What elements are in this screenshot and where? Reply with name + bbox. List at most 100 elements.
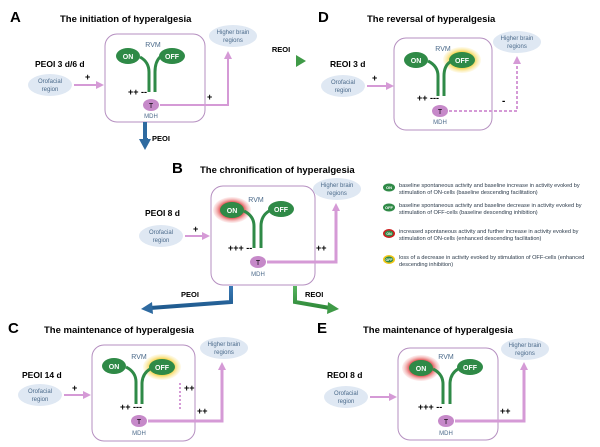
transition-arrow-b-c <box>149 286 233 310</box>
on-cell-label: ON <box>227 208 238 215</box>
off-cell-icon: OFF <box>383 203 395 212</box>
panel-letter: D <box>318 9 329 26</box>
transition-arrow-a-b <box>143 122 148 142</box>
orofacial-ellipse <box>321 75 365 97</box>
on-cell <box>102 358 126 374</box>
output-sign: + <box>207 92 212 102</box>
on-cell-label: ON <box>109 364 120 371</box>
higher-brain-label: regions <box>223 38 243 44</box>
input-sign: + <box>72 383 77 393</box>
rvm-label: RVM <box>438 354 454 361</box>
descending-sign: ++ <box>184 383 195 393</box>
ascending-arrow <box>455 362 528 423</box>
off-cell <box>457 359 483 375</box>
higher-brain-label: Higher brain <box>321 183 354 189</box>
panel-box <box>397 347 499 441</box>
timepoint-label: PEOI 14 d <box>22 370 62 380</box>
higher-brain-label: Higher brain <box>217 30 250 36</box>
off-cell <box>159 48 185 64</box>
off-cell-label: OFF <box>155 365 170 372</box>
timepoint-label: PEOI 3 d/6 d <box>35 59 85 69</box>
panel-letter: E <box>317 320 327 337</box>
panel-b: B The chronification of hyperalgesia PEO… <box>139 160 361 314</box>
on-axon <box>432 367 445 404</box>
higher-brain-ellipse <box>501 338 549 360</box>
legend-text: baseline spontaneous activity and baseli… <box>399 203 582 216</box>
mdh-label: MDH <box>439 431 453 437</box>
on-cell-label: ON <box>416 366 427 373</box>
t-cell <box>143 99 159 111</box>
panel-a: A The initiation of hyperalgesia PEOI 3 … <box>10 9 306 150</box>
svg-text:ON: ON <box>386 185 392 190</box>
mdh-label: MDH <box>132 431 146 437</box>
panel-letter: A <box>10 9 21 26</box>
higher-brain-label: Higher brain <box>501 36 534 42</box>
higher-brain-label: regions <box>327 191 347 197</box>
orofacial-label: region <box>32 397 49 403</box>
output-sign: ++ <box>316 243 327 253</box>
higher-brain-label: Higher brain <box>208 342 241 348</box>
on-cell <box>220 202 244 218</box>
transition-label-b-e: REOI <box>305 290 323 299</box>
panel-box <box>210 185 316 286</box>
svg-text:OFF: OFF <box>385 205 394 210</box>
on-cell-label: ON <box>411 58 422 65</box>
on-axon <box>139 55 151 92</box>
orofacial-label: region <box>42 87 59 93</box>
arrowhead <box>296 55 306 67</box>
off-cell-label: OFF <box>463 365 478 372</box>
input-sign: + <box>372 73 377 83</box>
arrowhead <box>141 302 153 314</box>
ascending-arrow <box>267 203 340 264</box>
output-sign: ++ <box>197 406 208 416</box>
off-cell <box>268 201 294 217</box>
off-cell <box>449 52 475 68</box>
off-axon <box>140 367 151 404</box>
orofacial-ellipse <box>18 384 62 406</box>
on-axon <box>243 209 256 248</box>
higher-brain-ellipse <box>209 25 257 47</box>
orofacial-label: region <box>153 238 170 244</box>
off-axon <box>153 55 162 92</box>
t-cell-label: T <box>444 419 449 426</box>
higher-brain-ellipse <box>493 31 541 53</box>
off-cell-yellow-halo-icon: OFF <box>383 255 395 264</box>
on-axon <box>427 59 440 96</box>
local-signs: ++ --- <box>120 402 142 412</box>
on-axon <box>125 365 138 404</box>
t-cell-label: T <box>256 260 261 267</box>
panel-title: The chronification of hyperalgesia <box>200 165 355 176</box>
rvm-label: RVM <box>131 354 147 361</box>
svg-text:ON: ON <box>386 232 392 236</box>
on-cell-icon: ON <box>383 183 395 192</box>
output-sign: - <box>502 96 505 107</box>
panel-title: The initiation of hyperalgesia <box>60 14 192 25</box>
t-cell <box>131 415 147 427</box>
input-sign: + <box>85 72 90 82</box>
off-axon <box>259 209 270 248</box>
legend-text: baseline spontaneous activity and baseli… <box>399 183 580 196</box>
orofacial-label: Orofacial <box>331 80 355 86</box>
panel-letter: B <box>172 160 183 177</box>
mdh-label: MDH <box>251 272 265 278</box>
higher-brain-label: Higher brain <box>509 343 542 349</box>
transition-arrow-b-e <box>293 286 331 310</box>
local-signs: +++ -- <box>418 402 442 412</box>
on-cell-label: ON <box>123 54 134 61</box>
ascending-arrow-weak <box>449 56 521 112</box>
panel-letter: C <box>8 320 19 337</box>
panel-box <box>91 344 196 442</box>
local-signs: ++ -- <box>128 87 147 97</box>
panel-d: D The reversal of hyperalgesia REOI 3 d … <box>318 9 541 131</box>
timepoint-label: REOI 3 d <box>330 59 365 69</box>
t-cell <box>438 415 454 427</box>
ascending-arrow <box>148 362 226 423</box>
off-axon <box>442 60 451 96</box>
on-cell <box>404 52 428 68</box>
on-cell-red-halo-icon: ON <box>383 229 395 238</box>
on-cell <box>409 360 433 376</box>
local-signs: +++ -- <box>228 243 252 253</box>
rvm-label: RVM <box>145 42 161 49</box>
t-cell-label: T <box>438 109 443 116</box>
off-cell <box>149 359 175 375</box>
